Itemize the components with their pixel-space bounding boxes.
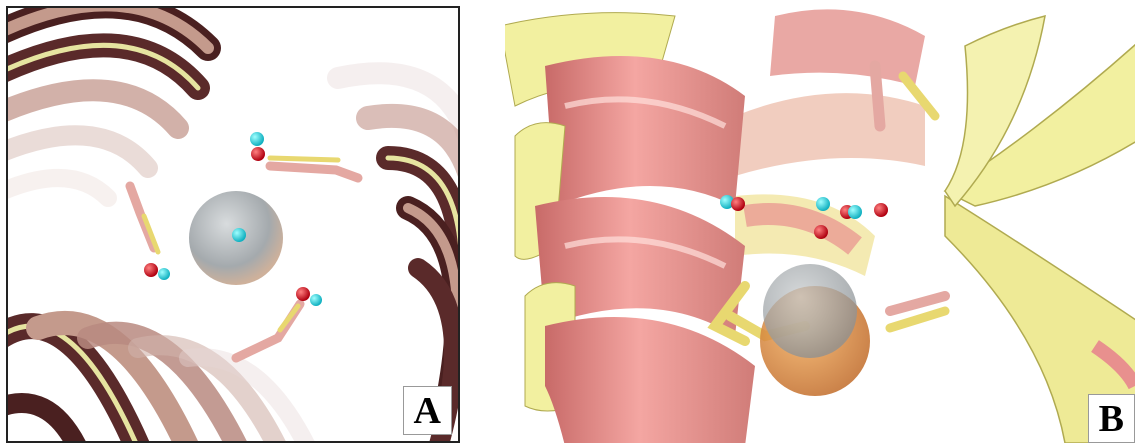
panel-a-graphic: [8, 8, 460, 443]
panel-b-graphic: [505, 6, 1135, 443]
helix-back: [735, 9, 925, 276]
helix-yellow-right: [945, 16, 1135, 443]
helix-upper-left: [8, 8, 208, 198]
ion-center-atom: [232, 228, 246, 242]
helix-front-salmon: [505, 13, 755, 443]
panel-b: B: [505, 6, 1135, 443]
panel-label-b: B: [1088, 394, 1135, 443]
panel-a: A: [6, 6, 460, 443]
panel-label-a: A: [403, 386, 452, 435]
ion-sphere-gray: [763, 264, 857, 358]
